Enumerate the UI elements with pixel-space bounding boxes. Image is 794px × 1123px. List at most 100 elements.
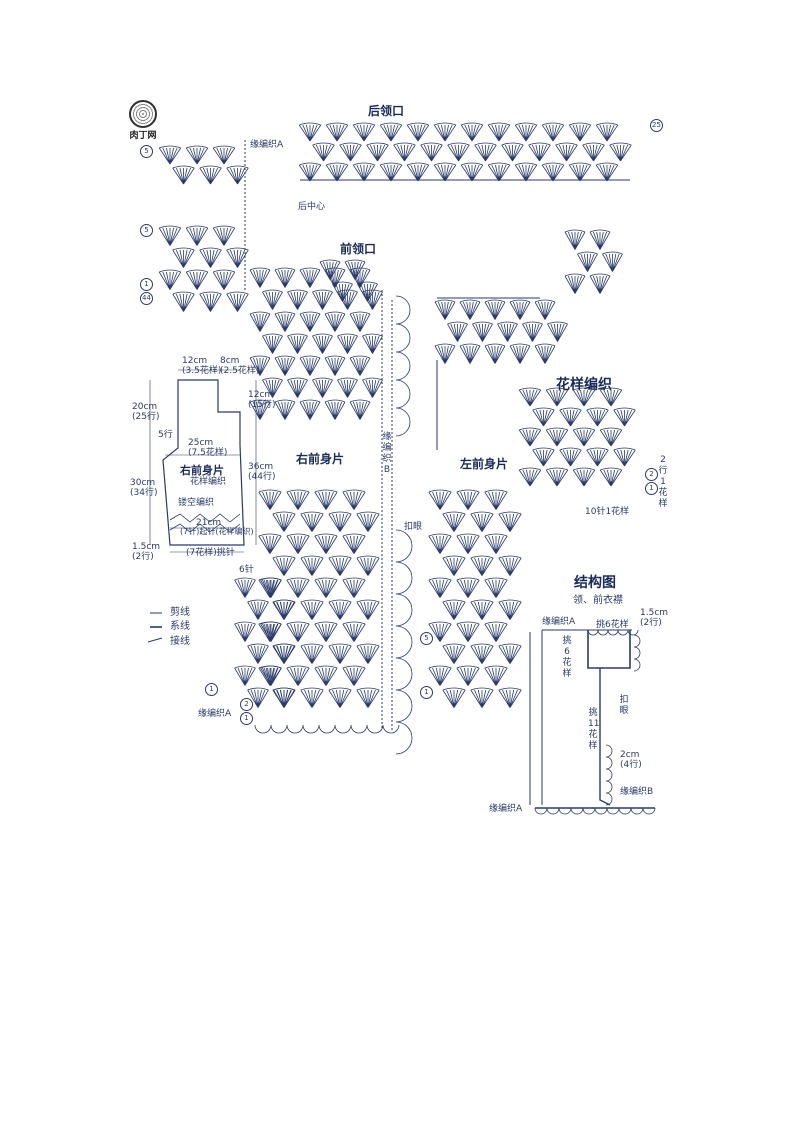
shell-stitch: [595, 162, 619, 182]
shell-stitch: [300, 643, 324, 664]
shell-stitch: [589, 229, 611, 250]
shell-stitch: [456, 621, 480, 642]
shell-stitch: [158, 269, 182, 290]
shell-stitch: [428, 621, 452, 642]
shell-stitch: [234, 577, 256, 598]
shell-stitch: [258, 621, 282, 642]
shell-stitch: [442, 643, 466, 664]
shell-stitch: [484, 489, 508, 510]
site-logo: 肉丁网: [128, 100, 158, 141]
sch-eyelet: 镂空编织: [178, 498, 215, 508]
row-marker-1c: 1: [240, 712, 253, 725]
front-neck-title: 前领口: [340, 242, 377, 256]
shell-stitch: [498, 687, 522, 708]
shell-stitch: [518, 467, 542, 487]
shell-stitch: [247, 643, 269, 664]
shell-stitch: [349, 399, 371, 420]
scallop-edge: [633, 634, 641, 672]
shell-stitch: [212, 225, 236, 246]
shell-stitch: [262, 377, 283, 398]
shell-stitch: [286, 621, 310, 642]
shell-stitch: [459, 343, 481, 364]
shell-stitch: [366, 142, 389, 162]
shell-stitch: [393, 142, 416, 162]
scallop-edge: [395, 529, 413, 755]
pattern-title: 花样编织: [556, 377, 612, 393]
shell-stitch: [474, 142, 497, 162]
legend-spare-arrow: [147, 637, 163, 643]
str-border-a-bottom: 缘编织A: [489, 804, 523, 814]
str-border-a-top: 缘编织A: [542, 617, 576, 627]
str-size-2: 2cm(4行): [620, 750, 642, 770]
shell-stitch: [328, 599, 352, 620]
shell-stitch: [428, 533, 452, 554]
shell-stitch: [212, 269, 236, 290]
shell-stitch: [212, 145, 236, 165]
border-a-label-top: 缘编织A: [250, 140, 284, 150]
str-border-b: 缘编织B: [620, 787, 654, 797]
shell-stitch: [172, 291, 195, 312]
shell-stitch: [528, 142, 551, 162]
sch-h-border: 1.5cm(2行): [132, 542, 161, 562]
structure-title: 结构图: [574, 575, 616, 591]
shell-stitch: [262, 333, 283, 354]
shell-stitch: [609, 142, 632, 162]
shell-stitch: [258, 489, 282, 510]
shell-stitch: [260, 577, 282, 598]
shell-stitch: [379, 122, 403, 142]
shell-stitch: [274, 355, 296, 376]
shell-stitch: [456, 533, 480, 554]
shell-stitch: [356, 643, 380, 664]
shell-stitch: [586, 447, 609, 467]
shell-stitch: [172, 165, 195, 185]
shell-stitch: [332, 281, 353, 302]
sch-w-top: 12cm(3.5花样): [182, 356, 222, 376]
shell-stitch: [249, 355, 271, 376]
shell-stitch: [547, 321, 568, 342]
shell-stitch: [447, 321, 468, 342]
structure-placket: [599, 668, 611, 806]
shell-stitch: [342, 577, 366, 598]
sch-w-mid: 25cm(7.5花样): [188, 438, 228, 458]
shell-stitch: [498, 511, 522, 532]
shell-stitch: [545, 427, 569, 447]
shell-stitch: [456, 489, 480, 510]
shell-stitch: [514, 162, 538, 182]
str-pick11-v: 挑11花样: [588, 708, 600, 751]
shell-stitch: [286, 533, 310, 554]
shell-stitch: [456, 577, 480, 598]
shell-stitch: [487, 122, 511, 142]
shell-stitch: [498, 599, 522, 620]
shell-stitch: [328, 555, 352, 576]
shell-stitch: [470, 555, 494, 576]
shell-stitch: [286, 665, 310, 686]
shell-stitch: [532, 447, 555, 467]
shell-stitch: [484, 299, 506, 320]
shell-stitch: [602, 251, 623, 272]
sch-h-body-r: 36cm(44行): [248, 462, 276, 482]
shell-stitch: [470, 643, 494, 664]
shell-stitch: [312, 377, 333, 398]
shell-stitch: [559, 447, 582, 467]
border-a-label-left: 缘编织A: [198, 709, 232, 719]
shell-stitch: [247, 687, 269, 708]
shell-stitch: [342, 533, 366, 554]
shell-stitch: [472, 321, 493, 342]
shell-stitch: [420, 142, 443, 162]
shell-stitch: [274, 311, 296, 332]
shell-stitch: [258, 665, 282, 686]
legend-cut: 剪线: [170, 607, 190, 618]
shell-stitch: [555, 142, 578, 162]
shell-stitch: [349, 311, 371, 332]
shell-stitch: [258, 577, 282, 598]
str-size-15: 1.5cm(2行): [640, 608, 669, 628]
shell-stitch: [287, 377, 308, 398]
shell-stitch: [564, 273, 586, 294]
scallop-edge: [254, 724, 400, 734]
sch-h-shoulder: 20cm(25行): [132, 402, 160, 422]
shell-stitch: [534, 343, 556, 364]
shell-stitch: [509, 343, 531, 364]
shell-stitch: [484, 343, 506, 364]
shell-stitch: [456, 665, 480, 686]
shell-stitch: [568, 122, 592, 142]
